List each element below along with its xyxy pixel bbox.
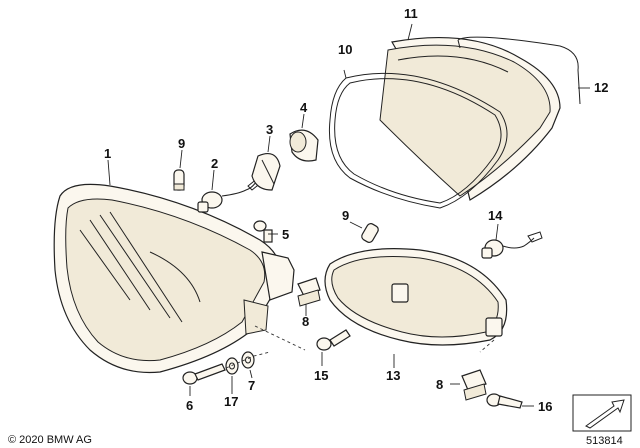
clip-lower: [461, 369, 487, 401]
bulb-with-cable: [197, 177, 263, 213]
callout-3: 3: [266, 122, 273, 137]
callout-4: 4: [300, 100, 308, 115]
rubber-cap: [289, 129, 319, 162]
washer-17: [225, 357, 239, 375]
screw-6: [182, 363, 226, 385]
screw-15: [316, 329, 351, 351]
callout-9-upper: 9: [178, 136, 185, 151]
bulb-socket: [251, 153, 281, 191]
screw-5: [253, 220, 273, 243]
small-bulb-lower: [361, 223, 379, 243]
callout-7: 7: [248, 378, 255, 393]
callout-6: 6: [186, 398, 193, 413]
headlight-housing: [53, 183, 306, 374]
washer-7: [241, 351, 255, 369]
arrow-icon: [572, 394, 632, 432]
seal-ring: [328, 72, 508, 209]
callout-5: 5: [282, 227, 289, 242]
callout-2: 2: [211, 156, 218, 171]
callout-10: 10: [338, 42, 352, 57]
callout-11: 11: [404, 6, 418, 21]
bulb-with-cable-right: [481, 231, 543, 259]
callout-17: 17: [224, 394, 238, 409]
clip-upper: [297, 277, 321, 307]
callout-14: 14: [488, 208, 503, 223]
lower-lamp-unit: [324, 248, 508, 353]
callout-16: 16: [538, 399, 552, 414]
copyright-text: © 2020 BMW AG: [8, 434, 92, 446]
callout-9-lower: 9: [342, 208, 349, 223]
callout-8-upper: 8: [302, 314, 309, 329]
callout-12: 12: [594, 80, 608, 95]
small-bulb-upper: [173, 169, 185, 191]
screw-16: [486, 393, 523, 409]
diagram-number: 513814: [586, 435, 623, 447]
callout-8-lower: 8: [436, 377, 443, 392]
wire-clip: [457, 36, 581, 105]
callout-15: 15: [314, 368, 328, 383]
callout-13: 13: [386, 368, 400, 383]
leader-lines: [107, 23, 590, 407]
callout-1: 1: [104, 146, 111, 161]
headlight-lens-cover: [379, 36, 561, 201]
